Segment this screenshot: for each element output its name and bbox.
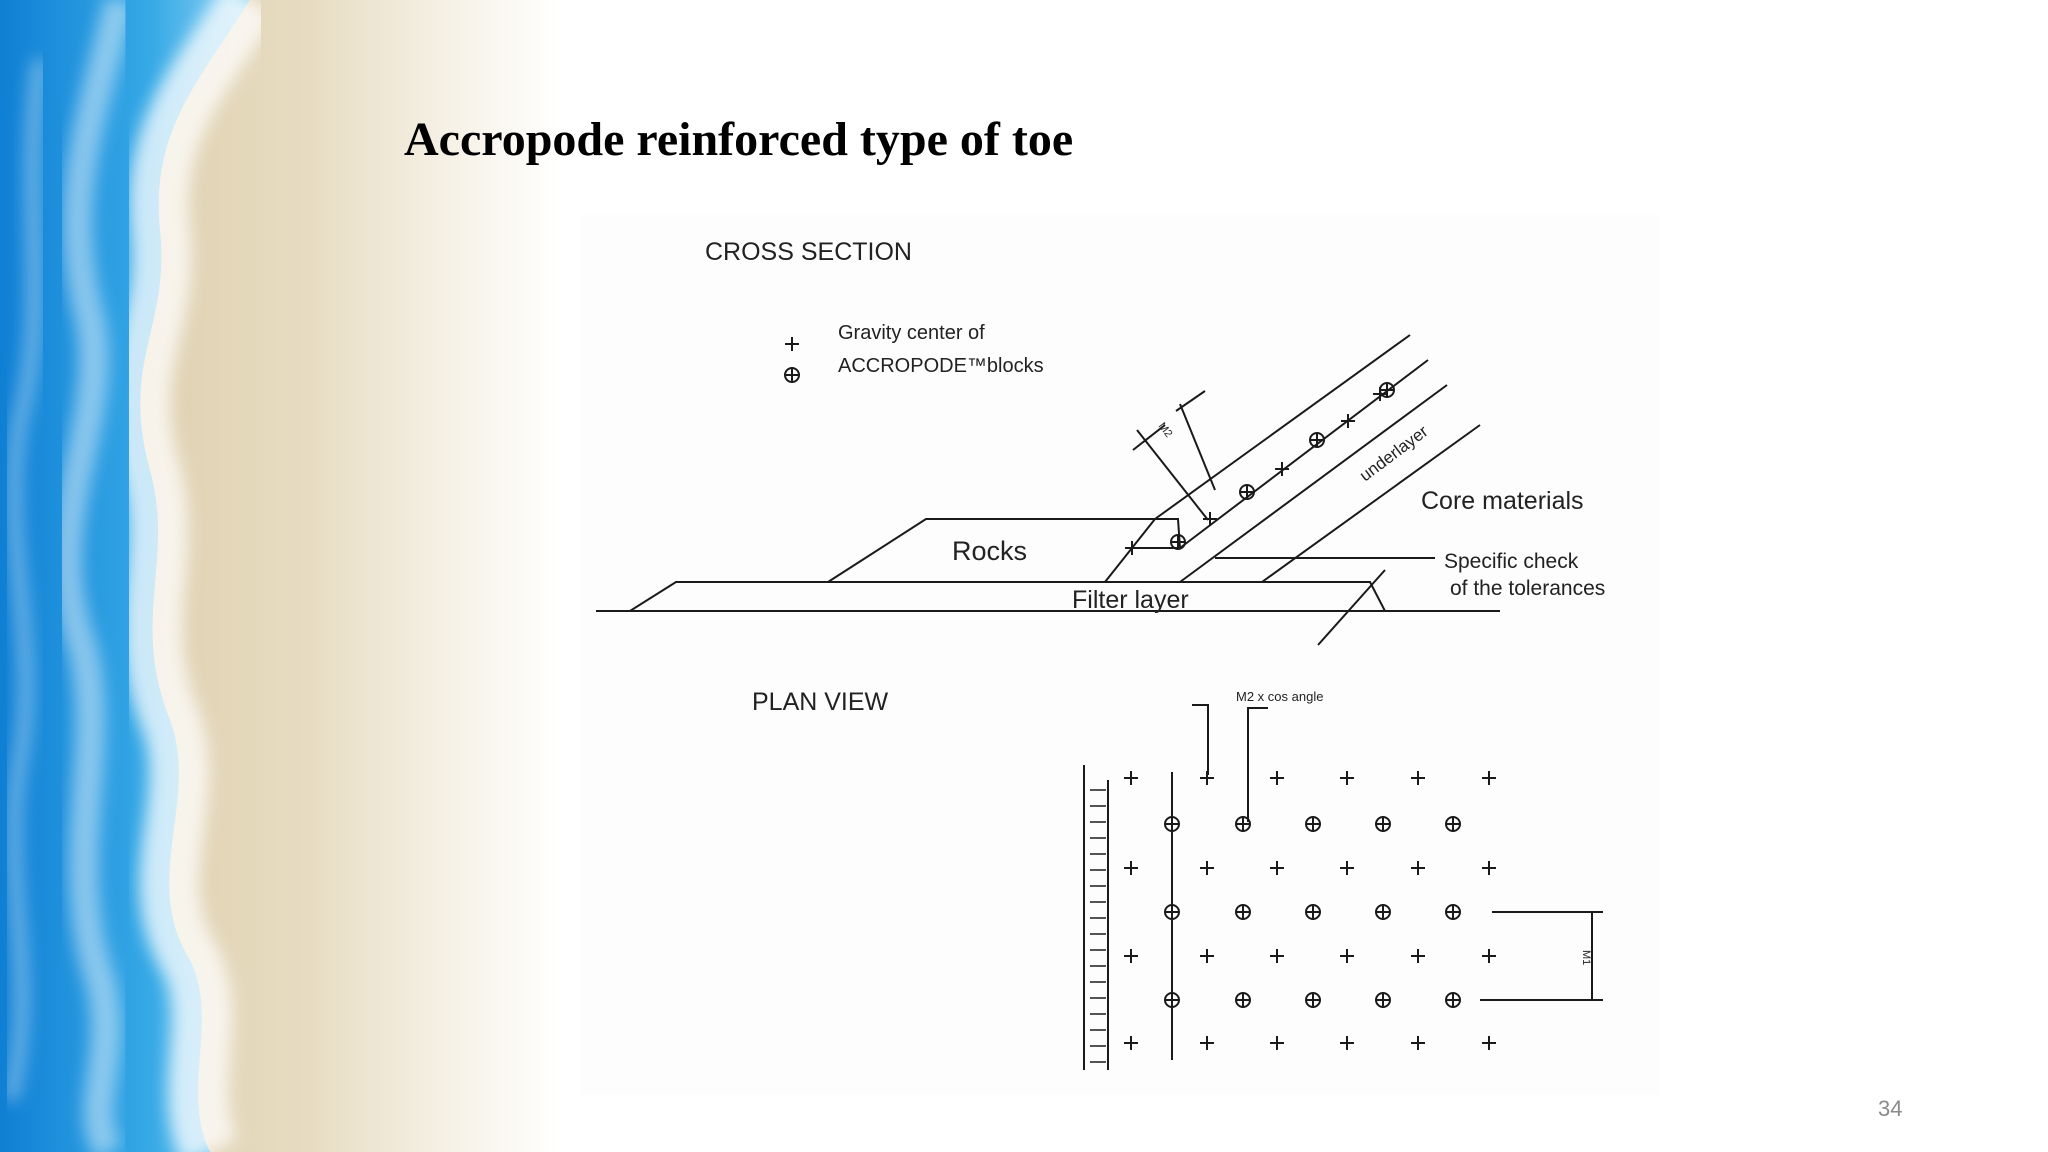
plan-plus-marker [1124,949,1138,963]
plan-block-marker [1164,992,1180,1008]
accropode-toe-diagram: CROSS SECTION Gravity center of ACCROPOD… [580,215,1660,1095]
plan-edge-hatch [1090,789,1106,1063]
plan-block-marker [1164,816,1180,832]
core-materials-label: Core materials [1421,487,1584,515]
slope-plus-marker [1203,512,1217,526]
slope-block-marker [1379,382,1395,398]
m2cos-bracket-right [1247,707,1268,822]
plan-view-heading: PLAN VIEW [752,688,889,716]
plan-plus-marker [1200,861,1214,875]
diagram-background [580,215,1660,1095]
plan-plus-marker [1270,861,1284,875]
beach-background-image [0,0,560,1152]
m1-label: M1 [1580,950,1592,965]
plan-block-marker [1305,904,1321,920]
plan-plus-marker [1340,949,1354,963]
plan-block-marker [1375,816,1391,832]
plan-plus-marker [1270,1036,1284,1050]
filter-layer-shape [626,581,1387,612]
plan-plus-marker [1411,861,1425,875]
plan-plus-marker [1340,771,1354,785]
plan-block-marker [1305,816,1321,832]
plan-block-marker [1235,816,1251,832]
legend-plus-symbol [785,337,799,351]
plan-plus-marker [1482,861,1496,875]
plan-plus-marker [1411,949,1425,963]
underlayer-line [1179,384,1448,583]
slope-block-marker [1309,432,1325,448]
m2-cos-angle-label: M2 x cos angle [1236,689,1323,704]
cross-section-heading: CROSS SECTION [705,238,912,266]
plan-plus-marker [1482,771,1496,785]
slope-block-marker [1239,484,1255,500]
plan-plus-marker [1340,1036,1354,1050]
toe-step-line [1155,518,1181,549]
plan-plus-marker [1411,771,1425,785]
block-gravity-centers [784,337,1496,1050]
plan-block-marker [1235,904,1251,920]
plan-plus-marker [1124,861,1138,875]
filter-layer-label: Filter layer [1072,586,1189,614]
plan-block-marker [1305,992,1321,1008]
plan-plus-marker [1482,949,1496,963]
plan-plus-marker [1124,1036,1138,1050]
legend-label-line2: ACCROPODE™blocks [838,355,1044,377]
slide-title: Accropode reinforced type of toe [404,113,1074,166]
m2-extension-line [1179,403,1216,491]
m2cos-bracket-left [1192,704,1209,775]
plan-plus-marker [1270,949,1284,963]
slope-block-marker [1170,534,1186,550]
slope-plus-marker [1341,414,1355,428]
plan-plus-marker [1124,771,1138,785]
plan-plus-marker [1482,1036,1496,1050]
plan-block-marker [1375,992,1391,1008]
plan-plus-marker [1200,949,1214,963]
rocks-label: Rocks [952,536,1027,566]
plan-block-marker [1445,904,1461,920]
m2-tick-1 [1132,424,1166,451]
slope-plus-marker [1125,541,1139,555]
plan-plus-marker [1200,771,1214,785]
plan-block-marker [1445,992,1461,1008]
plan-plus-marker [1411,1036,1425,1050]
armour-outer-line [1154,334,1411,520]
plan-plus-marker [1200,1036,1214,1050]
core-line [1261,424,1481,583]
plan-plus-marker [1340,861,1354,875]
tolerance-diagonal-line [1317,569,1386,646]
page-number: 34 [1878,1096,1903,1121]
slope-plus-marker [1275,462,1289,476]
plan-plus-marker [1270,771,1284,785]
tolerance-check-line1: Specific check [1444,550,1579,573]
plan-block-marker [1375,904,1391,920]
tolerance-check-line2: of the tolerances [1450,577,1605,600]
plan-block-marker [1445,816,1461,832]
legend-label-line1: Gravity center of [838,322,985,344]
plan-block-marker [1235,992,1251,1008]
legend-circle-plus-symbol [784,367,800,383]
m2-dimension-line [1136,429,1209,521]
plan-block-marker [1164,904,1180,920]
